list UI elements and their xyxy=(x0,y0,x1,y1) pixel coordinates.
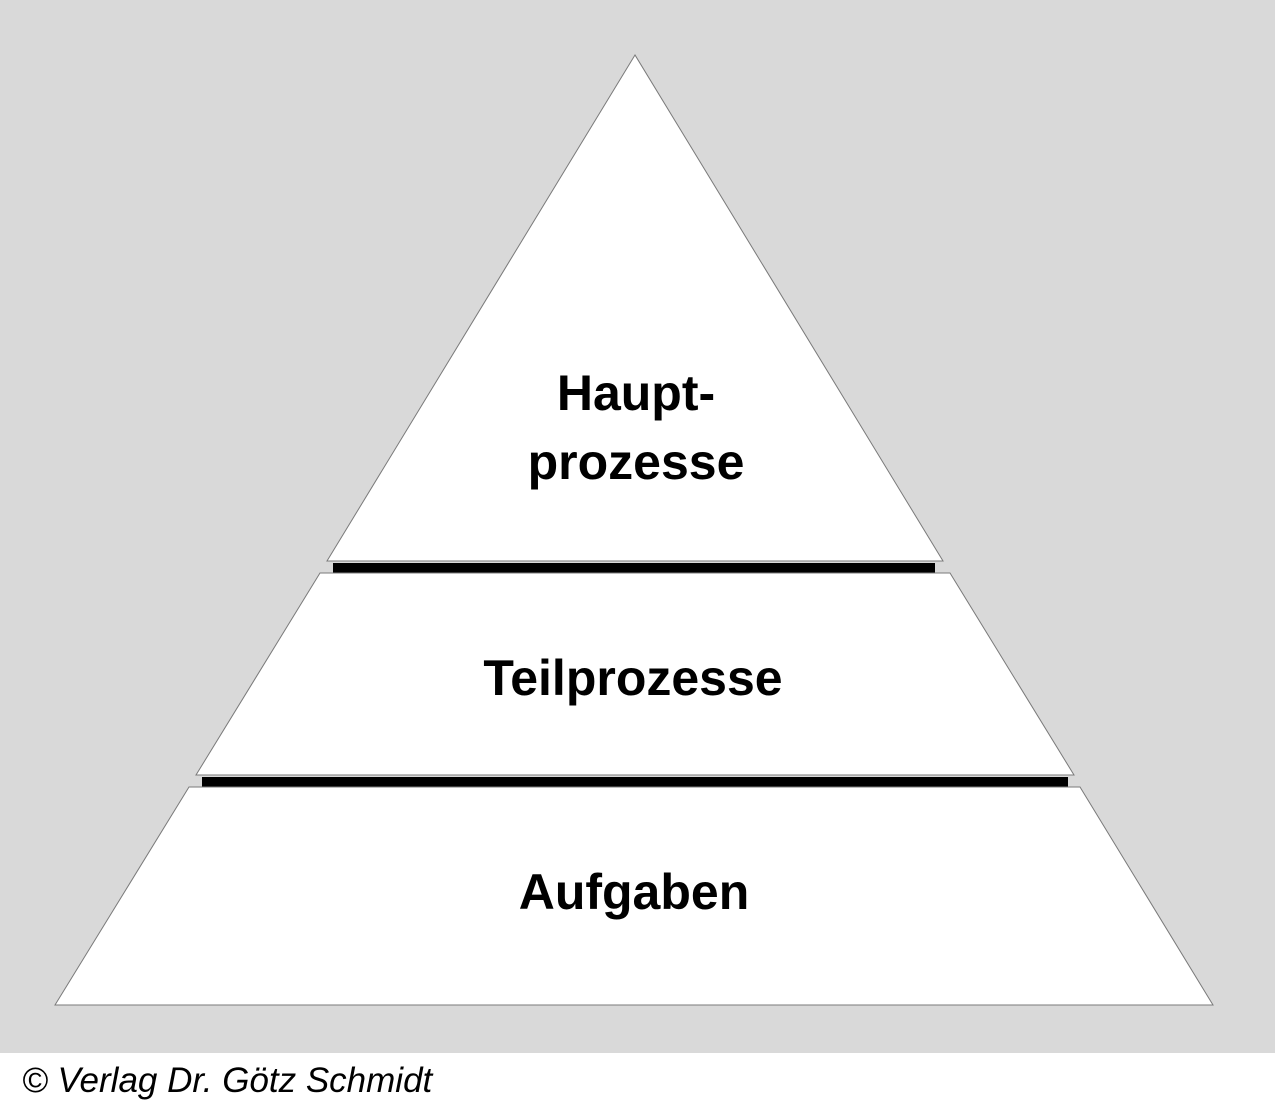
level-label-main-processes-line2: prozesse xyxy=(528,434,745,490)
copyright-notice: © Verlag Dr. Götz Schmidt xyxy=(22,1061,433,1100)
pyramid-level-middle xyxy=(195,572,1075,776)
footer: © Verlag Dr. Götz Schmidt xyxy=(0,1053,1275,1114)
level-label-tasks: Aufgaben xyxy=(519,864,750,920)
level-label-main-processes-line1: Haupt- xyxy=(557,365,715,421)
level-label-subprocesses: Teilprozesse xyxy=(483,650,782,706)
pyramid-level-top xyxy=(326,54,944,562)
diagram-canvas: Haupt- prozesse Teilprozesse Aufgaben xyxy=(0,0,1275,1053)
separator-band-top xyxy=(333,563,935,573)
pyramid-level-bottom xyxy=(54,786,1214,1006)
pyramid-diagram: Haupt- prozesse Teilprozesse Aufgaben xyxy=(54,54,1214,1006)
separator-band-bottom xyxy=(202,777,1068,787)
